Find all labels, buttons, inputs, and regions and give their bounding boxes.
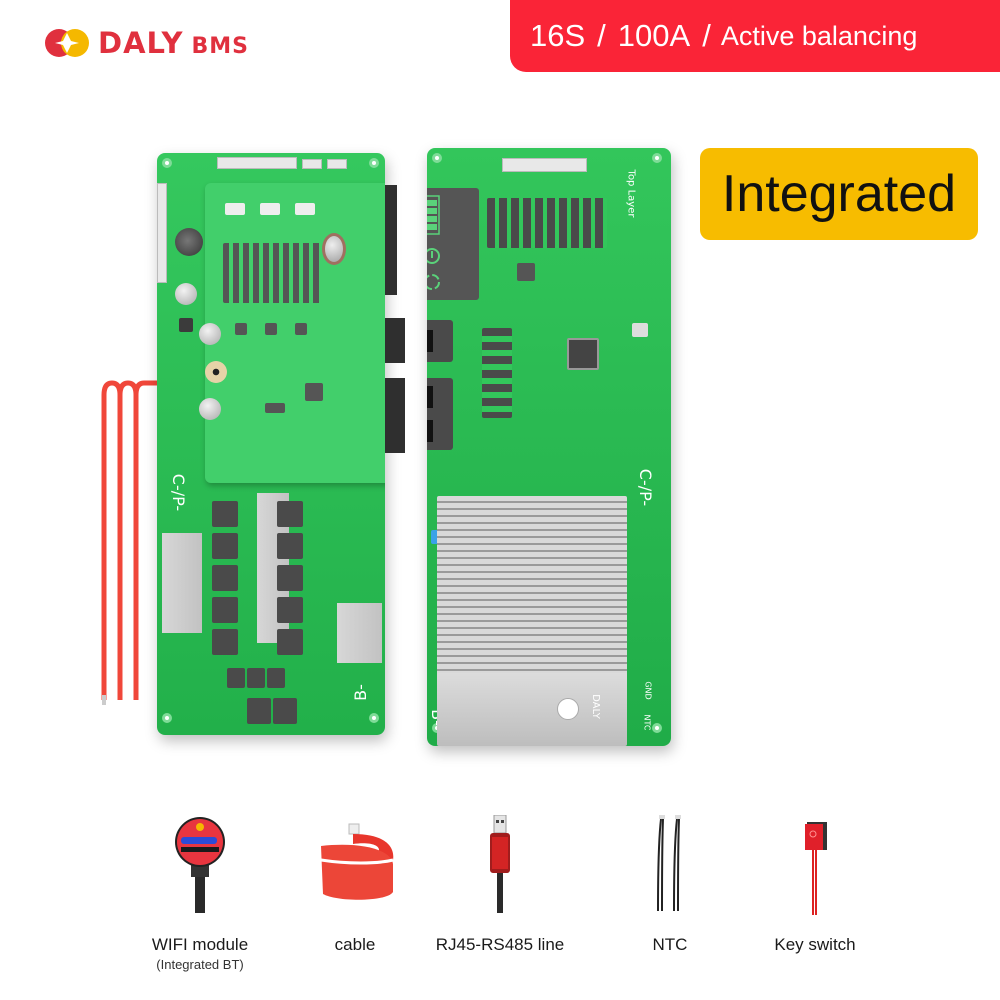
bms-board-right: Top Layer C-/P- B- NTC GND DALY [427,148,671,746]
balancer-sub-board [205,183,385,483]
mosfet [277,629,303,655]
usb-rs485-cable-icon [490,815,510,913]
inductor [205,361,227,383]
mount-hole [369,713,379,723]
ic-chip [265,403,285,413]
daly-bms-logo: DALY BMS [44,26,249,60]
brand-name: DALY [98,26,184,60]
board-edge-connector [385,185,397,295]
ic-chip [265,323,277,335]
cell-series: 16S [530,18,586,53]
header-pins [260,203,280,215]
ic-chip [517,263,535,281]
capacitor [199,323,221,345]
connector [302,159,322,169]
balance-connector [217,157,297,169]
rj45-dual-port[interactable] [427,378,453,450]
accessory-label: WIFI module [151,935,249,954]
header-pins [225,203,245,215]
accessory-label: NTC [652,935,688,954]
ntc-sensor-icon [657,815,681,912]
battery-indicator-icon [427,195,440,290]
ic-chip [179,318,193,332]
mosfet [227,668,245,688]
mosfet [277,565,303,591]
mount-hole [162,158,172,168]
component [632,323,648,337]
component-array [482,328,512,418]
mount-hole [652,153,662,163]
mosfet [277,533,303,559]
mount-hole [652,723,662,733]
wifi-module-icon [175,817,225,913]
mosfet [277,501,303,527]
ic-chip [295,323,307,335]
spec-banner: 16S / 100A / Active balancing [510,0,1000,72]
balancing-feature: Active balancing [720,20,918,51]
mosfet [212,629,238,655]
mosfet [212,501,238,527]
connector [327,159,347,169]
rj45-port[interactable] [427,320,453,362]
silk-top-layer: Top Layer [625,169,637,218]
silk-b-label: B- [350,684,370,701]
mosfet [247,668,265,688]
silk-gnd-label: GND [643,681,653,700]
separator: / [702,18,711,53]
daly-logo-icon [45,29,89,57]
side-connector [157,183,167,283]
balance-connector [502,158,587,172]
busbar-plate [337,603,382,663]
silk-c-p-label: C-/P- [169,473,189,512]
mosfet [267,668,285,688]
mosfet [247,698,271,724]
accessory-label: cable [334,935,376,954]
ribbon-cable-icon [320,823,394,900]
header-pins [295,203,315,215]
accessory-note: (Integrated BT) [156,957,244,972]
board-edge-connector [385,318,405,363]
capacitor [175,283,197,305]
balance-wire-bundle [101,380,160,705]
busbar-plate [162,533,202,633]
bms-board-left: C-/P- B- [157,153,385,735]
mosfet [277,597,303,623]
coin-cell [322,233,346,265]
heatsink-cover: DALY [437,673,627,746]
integrated-badge: Integrated [700,148,978,240]
silk-c-p-label: C-/P- [636,468,656,507]
balancing-components [487,198,607,248]
led-display-port [427,188,479,300]
mount-hole [432,153,442,163]
separator: / [597,18,606,53]
brand-suffix: BMS [191,34,249,59]
badge-label: Integrated [721,165,957,223]
key-switch-icon [805,822,827,915]
ic-chip [305,383,323,401]
buzzer [175,228,203,256]
mosfet [212,565,238,591]
heatsink [437,496,627,676]
mosfet [212,533,238,559]
balancing-components [223,243,323,303]
heatsink-brand: DALY [589,694,601,719]
mosfet [273,698,297,724]
silk-ntc-label: NTC [642,714,652,731]
accessory-label: RJ45-RS485 line [435,935,565,954]
ic-chip [235,323,247,335]
accessory-label: Key switch [774,935,856,954]
mosfet [212,597,238,623]
mcu-chip [567,338,599,370]
board-edge-connector [385,378,405,453]
mount-hole [369,158,379,168]
current-rating: 100A [617,18,691,53]
daly-logo-icon [557,698,579,720]
capacitor [199,398,221,420]
mount-hole [162,713,172,723]
